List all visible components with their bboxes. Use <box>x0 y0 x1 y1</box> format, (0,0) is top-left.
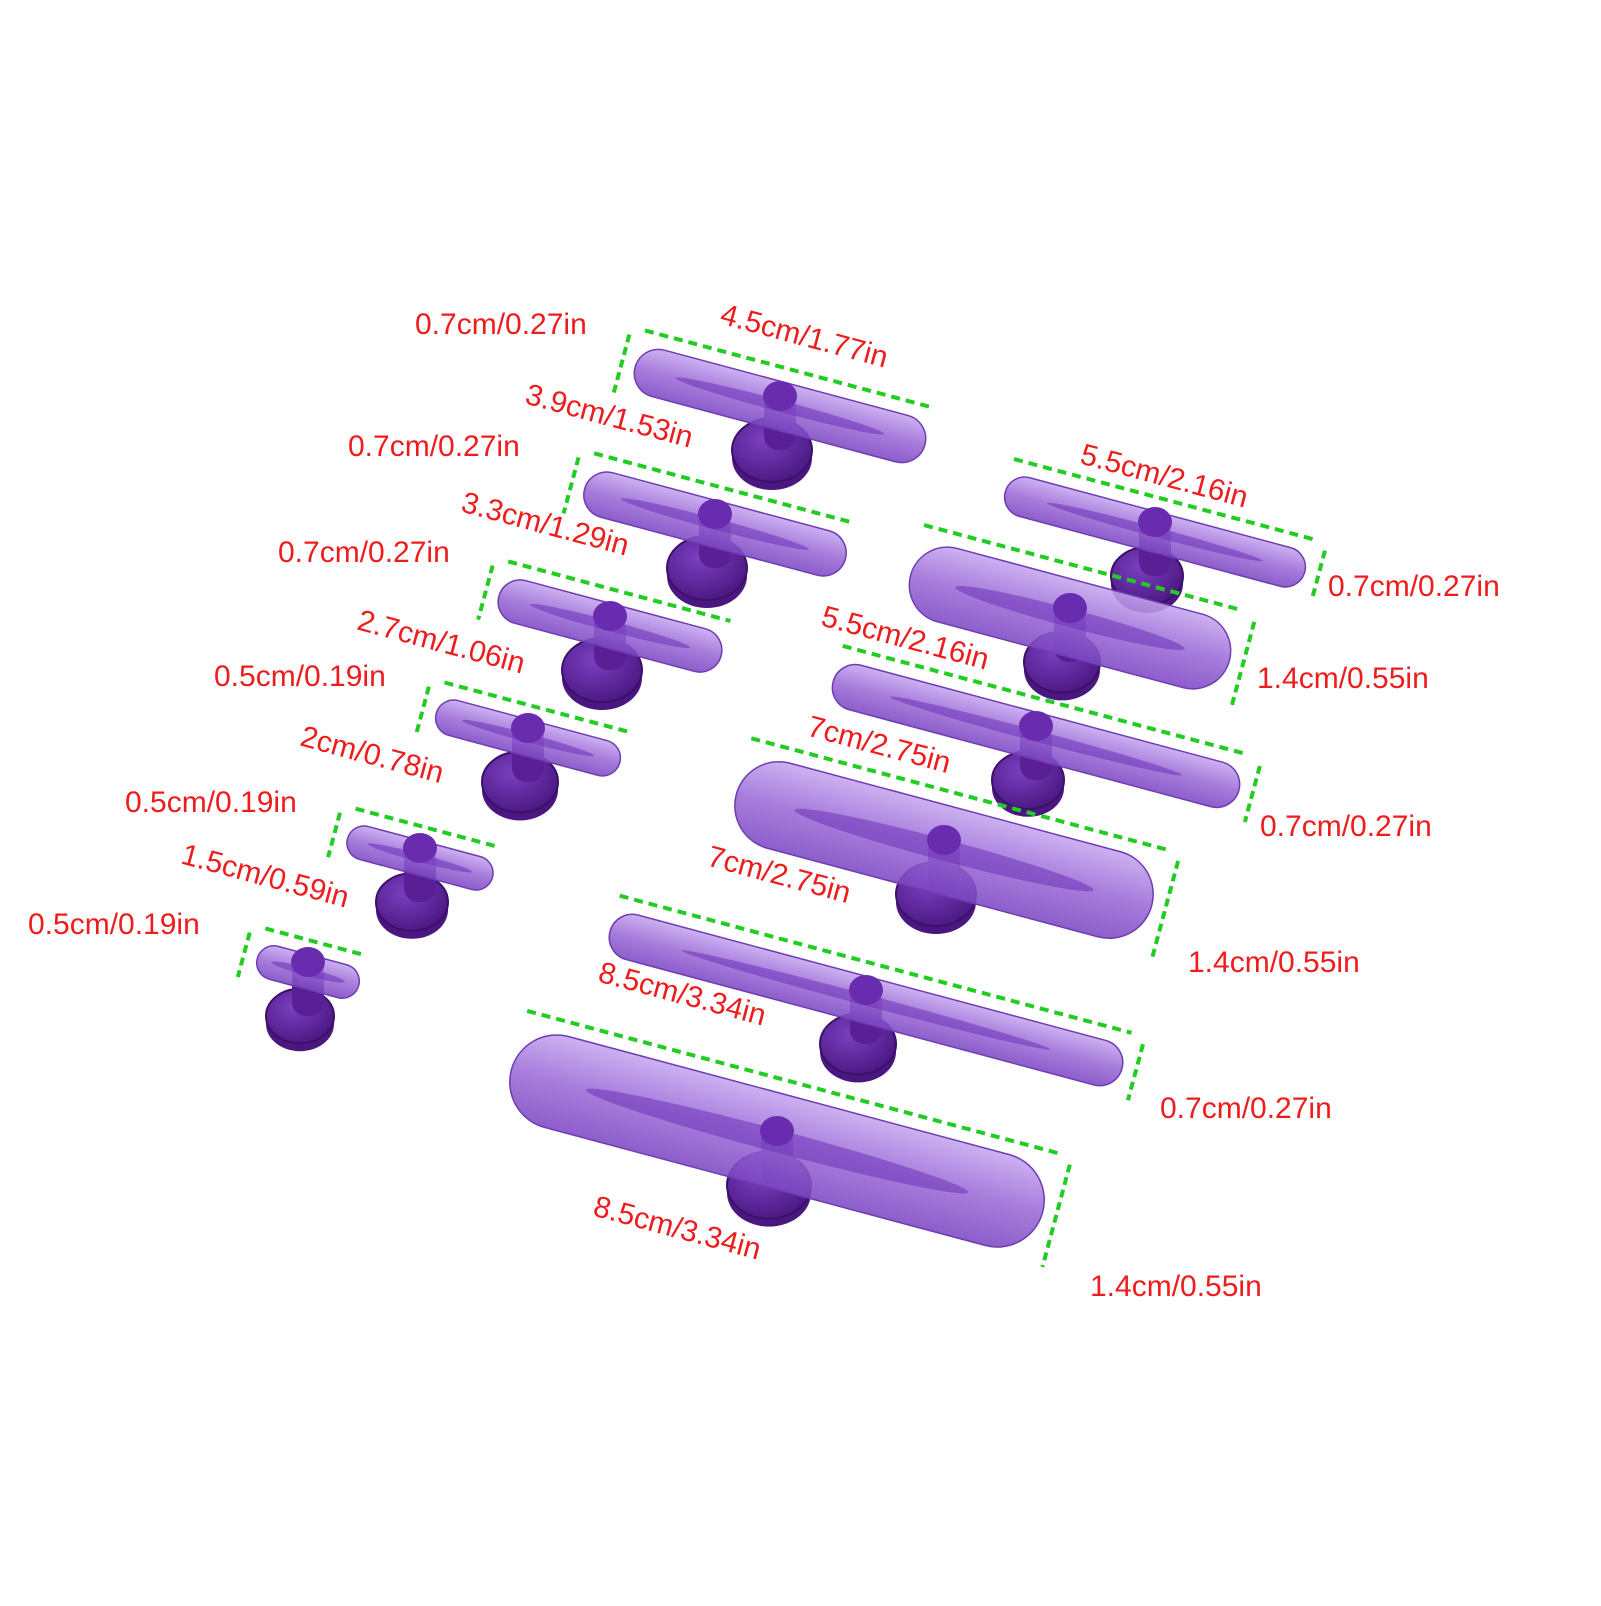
width-label: 0.5cm/0.19in <box>214 660 386 693</box>
tab-7cm-narrow-group <box>831 643 1262 823</box>
width-dimension-line <box>611 334 632 394</box>
length-dimension-line <box>842 643 1249 757</box>
tab-8-5cm-narrow-group <box>608 893 1145 1101</box>
length-dimension-line <box>507 559 731 623</box>
width-dimension-line <box>476 565 495 621</box>
length-dimension-line <box>264 926 368 958</box>
width-label: 0.5cm/0.19in <box>28 908 200 941</box>
width-label: 0.7cm/0.27in <box>1260 810 1432 843</box>
width-label: 1.4cm/0.55in <box>1188 946 1360 979</box>
tab-stem-cap <box>1019 711 1053 741</box>
width-label: 1.4cm/0.55in <box>1257 662 1429 695</box>
tab-7cm-wide-group <box>734 736 1181 959</box>
width-dimension-line <box>1229 621 1257 708</box>
tab-stem-cap <box>403 833 437 863</box>
width-label: 0.7cm/0.27in <box>348 430 520 463</box>
width-dimension-line <box>1309 550 1327 602</box>
tab-stem-cap <box>849 975 883 1005</box>
width-dimension-line <box>1040 1164 1072 1268</box>
width-dimension-line <box>561 456 581 514</box>
length-dimension-line <box>593 451 856 526</box>
width-dimension-line <box>326 812 342 858</box>
tab-stem-cap <box>291 947 325 977</box>
width-label: 0.7cm/0.27in <box>415 308 587 341</box>
tab-4-5cm-group <box>611 328 936 490</box>
width-label: 0.7cm/0.27in <box>278 536 450 569</box>
width-label: 0.5cm/0.19in <box>125 786 297 819</box>
tab-stem-cap <box>593 601 627 631</box>
tab-stem-cap <box>1138 507 1172 537</box>
length-dimension-line <box>644 328 936 411</box>
tab-5-5cm-wide-group <box>908 523 1257 708</box>
tab-stem-cap <box>763 381 797 411</box>
tab-stem-cap <box>927 825 961 855</box>
width-label: 0.7cm/0.27in <box>1328 570 1500 603</box>
width-dimension-line <box>1150 860 1181 959</box>
length-dimension-line <box>526 1008 1059 1156</box>
width-label: 1.4cm/0.55in <box>1090 1270 1262 1303</box>
width-dimension-line <box>1126 1043 1145 1101</box>
length-dimension-line <box>923 523 1244 613</box>
tab-2cm-group <box>326 806 501 939</box>
width-dimension-line <box>235 932 252 978</box>
tab-1-5cm-group <box>235 926 368 1052</box>
width-dimension-line <box>1242 765 1262 823</box>
length-dimension-line <box>444 680 629 734</box>
width-dimension-line <box>414 686 431 734</box>
tab-stem-cap <box>760 1116 794 1146</box>
tab-2-7cm-group <box>414 680 629 821</box>
tab-stem-cap <box>511 713 545 743</box>
tab-stem-cap <box>1053 593 1087 623</box>
tab-3-3cm-group <box>476 559 731 710</box>
tab-3-9cm-group <box>561 451 856 608</box>
length-dimension-line <box>355 806 501 850</box>
tab-5-5cm-narrow-group <box>1003 457 1327 613</box>
length-dimension-line <box>1013 457 1315 542</box>
length-dimension-line <box>619 893 1133 1035</box>
tab-stem-cap <box>698 499 732 529</box>
length-dimension-line <box>750 736 1168 852</box>
tab-8-5cm-wide-group <box>509 1008 1072 1268</box>
width-label: 0.7cm/0.27in <box>1160 1092 1332 1125</box>
